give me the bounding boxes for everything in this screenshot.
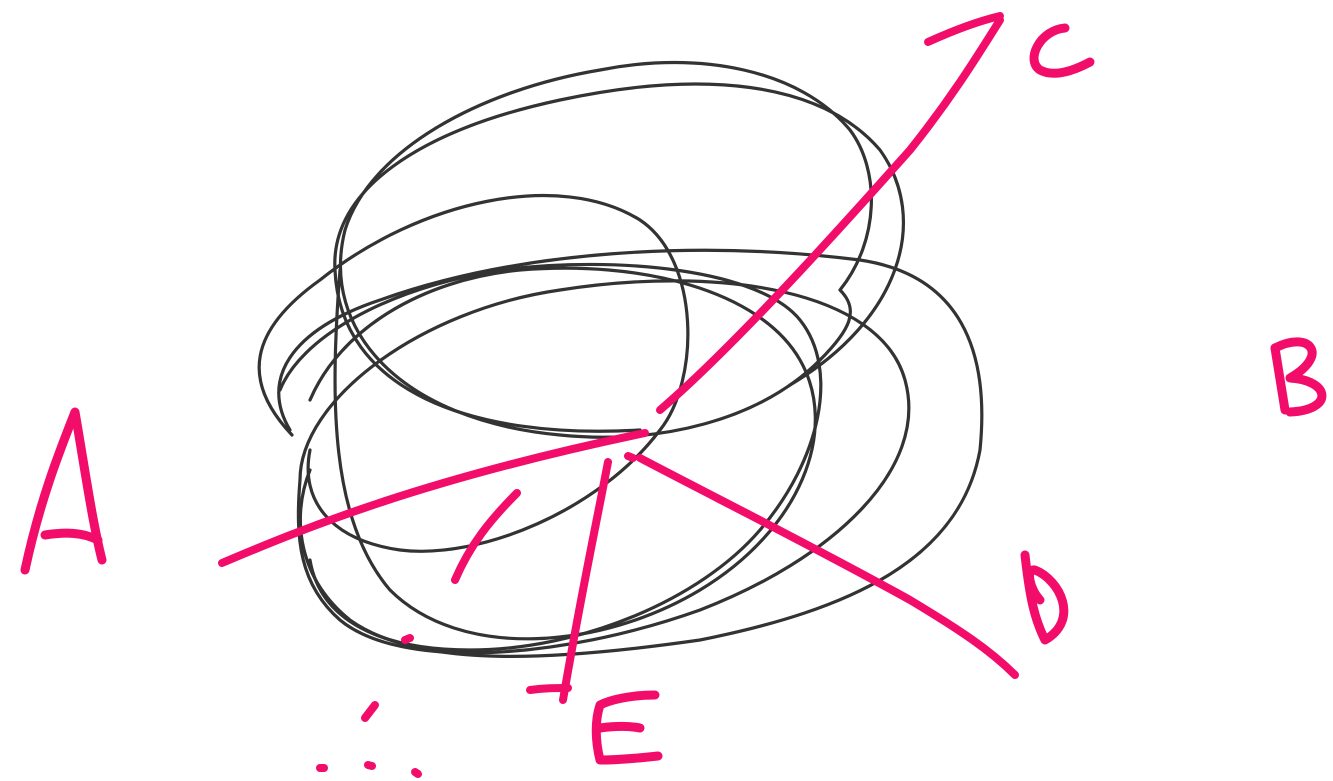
letter-d [1025, 555, 1064, 640]
arrow-e-head [530, 688, 568, 690]
dot-4 [368, 765, 372, 766]
letter-a [25, 412, 102, 570]
dot-2 [365, 705, 375, 718]
arrow-to-d [640, 458, 1015, 675]
arrow-to-a [222, 433, 645, 563]
dot-1 [405, 638, 410, 640]
scribble-loops [259, 63, 982, 657]
dot-center [628, 456, 633, 458]
letter-e [596, 695, 658, 760]
dot-5 [415, 772, 418, 774]
letter-c [1034, 28, 1090, 73]
letter-b [1275, 342, 1322, 412]
loop-2 [335, 84, 904, 431]
loop-1 [340, 63, 871, 438]
